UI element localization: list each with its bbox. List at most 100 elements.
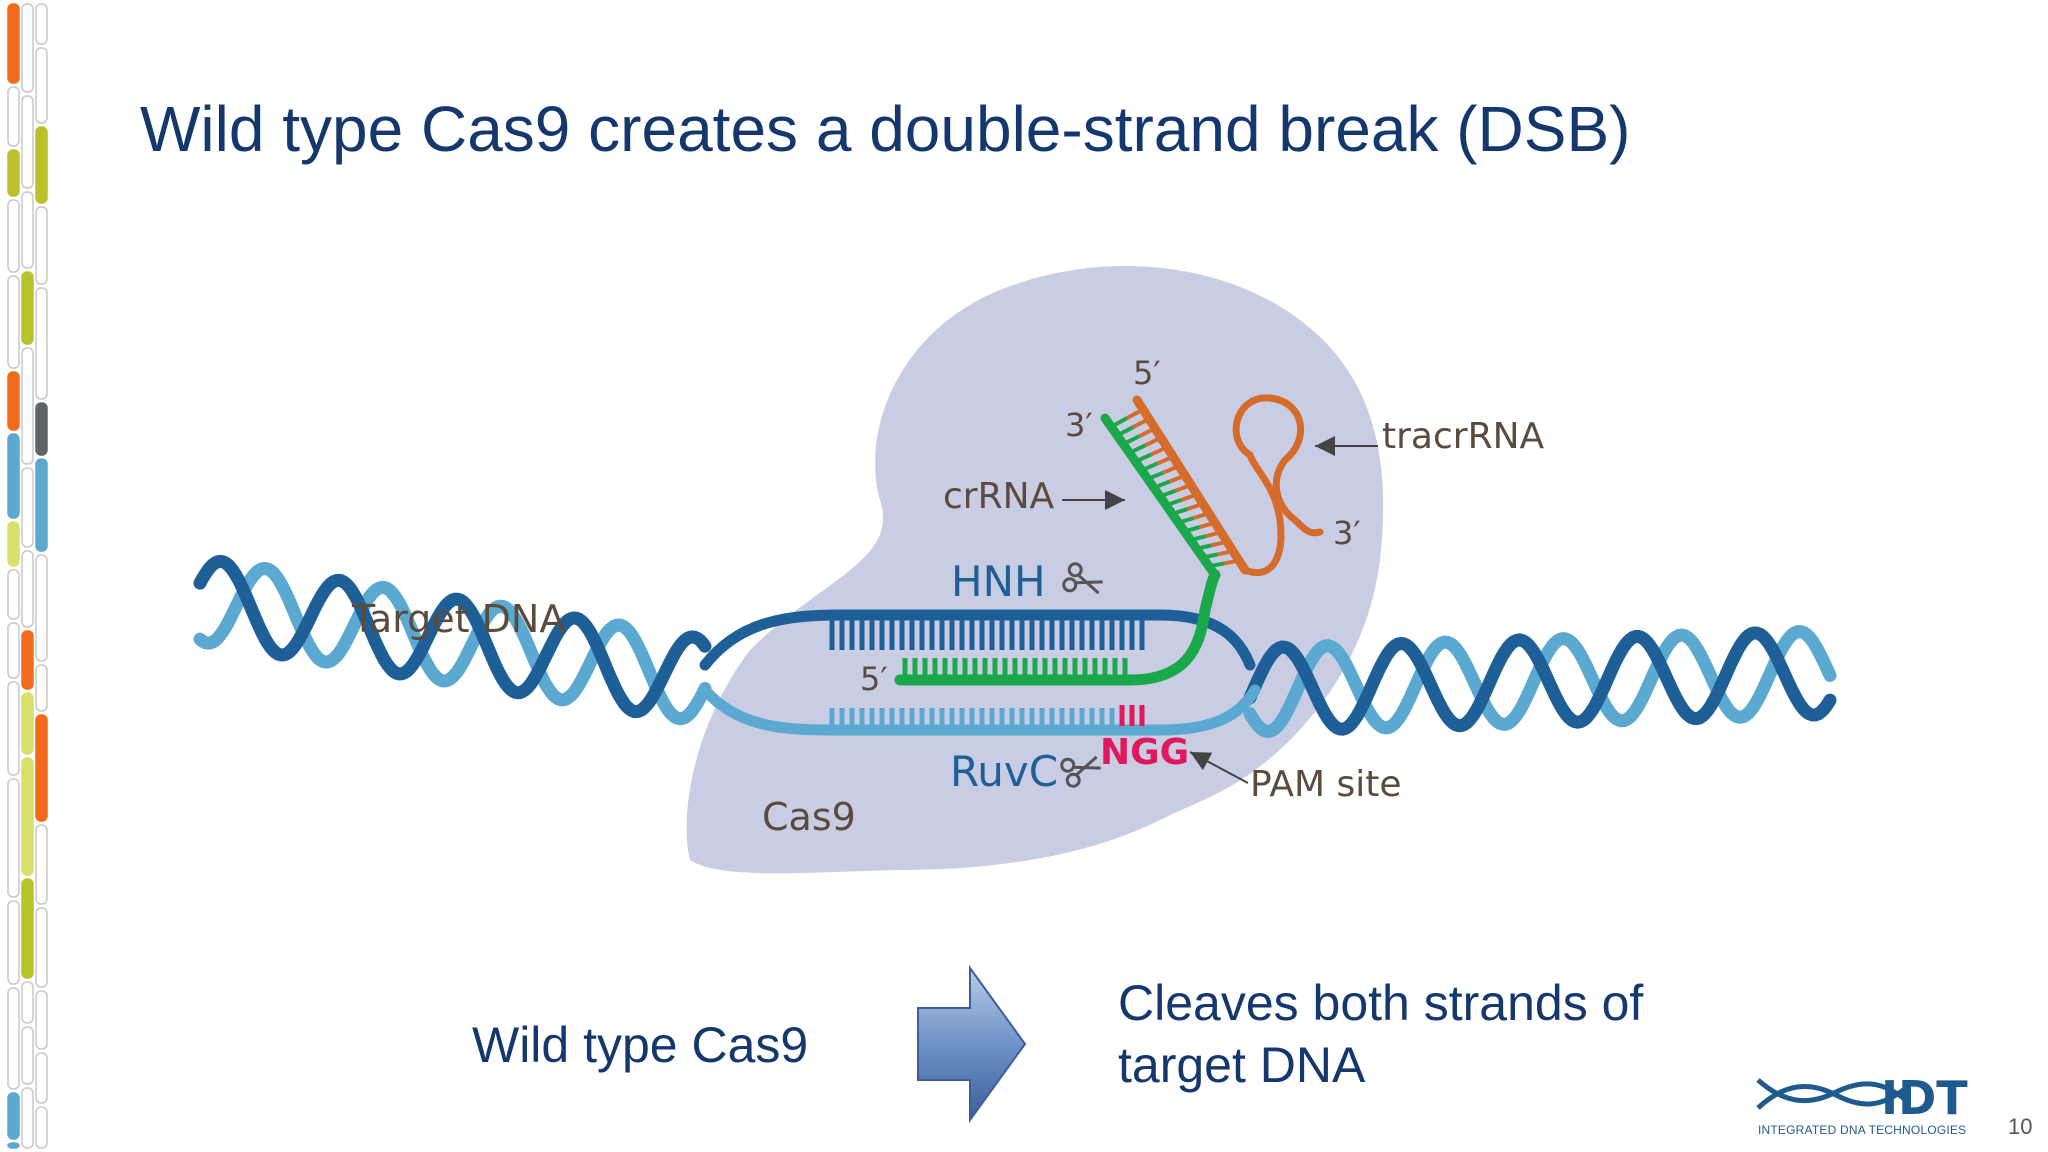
slide-title: Wild type Cas9 creates a double-strand b… [140, 93, 1631, 165]
tracrrna-base [1162, 464, 1180, 475]
crrna-base [1110, 416, 1129, 429]
crrna-base [1153, 479, 1171, 490]
tracrrna-loop [1232, 394, 1324, 576]
chromosome-segment [35, 402, 48, 456]
pam-bases [1119, 705, 1145, 726]
chromosome-segment [35, 664, 48, 712]
tracrrna-base [1174, 483, 1192, 493]
tracrrna-base [1211, 539, 1228, 548]
cleavage-result-line-2: target DNA [1118, 1037, 1366, 1093]
tracrrna-base [1144, 435, 1162, 448]
crrna-base [1171, 507, 1189, 516]
chromosome-segment [21, 3, 34, 93]
chromosome-segment [21, 271, 34, 345]
dna-top-strand-unwound [699, 609, 1256, 671]
crrna-base [1190, 534, 1207, 543]
scissors-icon [1060, 755, 1101, 788]
dna-top-strand-bases [829, 620, 1145, 650]
crrna-base [1147, 470, 1165, 481]
cleavage-result-line-1: Cleaves both strands of [1118, 975, 1644, 1031]
chromosome-segment [21, 467, 34, 548]
tracrrna-base [1132, 417, 1150, 429]
chromosome-segment [35, 458, 48, 552]
wild-type-cas9-label: Wild type Cas9 [472, 1017, 809, 1073]
crrna-base [1183, 525, 1201, 534]
dna-strand-dark [193, 554, 712, 719]
hnh-label: HNH [951, 557, 1046, 606]
chromosome-segment [21, 757, 34, 876]
tracrrna-base [1199, 520, 1216, 530]
five-prime-top-label: 5′ [1133, 354, 1161, 392]
crrna-base [1196, 543, 1213, 551]
chromosome-segment [7, 371, 20, 431]
chromosome-segment [35, 1052, 48, 1104]
chromosome-segment [35, 554, 48, 662]
crrna-base [1202, 552, 1219, 560]
crrna-base [1122, 434, 1141, 446]
crrna-base [1134, 452, 1153, 464]
tracrrna-base [1186, 501, 1204, 511]
tracrrna-base [1180, 492, 1198, 502]
chromosome-segment [35, 990, 48, 1050]
chromosome-segment [7, 199, 20, 273]
crrna-base [1165, 497, 1183, 508]
big-right-arrow-icon [917, 964, 1027, 1124]
tracrrna-base [1168, 473, 1186, 484]
chromosome-segment [21, 347, 34, 465]
chromosome-segment [7, 1142, 20, 1149]
tracrrna-base [1138, 426, 1156, 439]
ruvc-label: RuvC [950, 747, 1058, 796]
scissors-icon [1062, 562, 1103, 595]
three-prime-tracr-label: 3′ [1333, 514, 1361, 552]
dna-bottom-strand-unwound [699, 684, 1261, 736]
tracrrna-base [1217, 549, 1234, 557]
three-prime-crrna-label: 3′ [1065, 406, 1093, 444]
chromosome-segment [21, 1087, 34, 1149]
crrna-tracrrna-pairs [1110, 407, 1240, 569]
dna-bottom-strand-bases [829, 708, 1115, 726]
chromosome-segment [35, 714, 48, 822]
chromosome-segment [21, 95, 34, 189]
cas9-label: Cas9 [762, 795, 856, 839]
dna-strand-dark [1243, 626, 1837, 736]
pam-site-label: PAM site [1250, 764, 1402, 805]
chromosome-segment [7, 86, 20, 147]
chromosome-segment [35, 907, 48, 988]
chromosome-segment [35, 1106, 48, 1149]
crrna-base [1140, 461, 1159, 473]
dna-strand-light [193, 561, 712, 726]
chromosome-segment [7, 622, 20, 679]
chromosome-segment [21, 191, 34, 269]
tracrrna-base [1126, 407, 1144, 420]
guide-rna-spacer [894, 569, 1221, 686]
tracrrna-base [1193, 511, 1210, 520]
chromosome-segment [7, 433, 20, 519]
tracrrna-label: tracrRNA [1382, 416, 1545, 457]
chromosome-segment [21, 630, 34, 690]
chromosome-segment [35, 206, 48, 285]
chromosome-segment [35, 824, 48, 905]
chromosome-segment [7, 987, 20, 1090]
target-dna-helix-right [1243, 625, 1837, 738]
chromosome-segment [7, 275, 20, 369]
chromosome-segment [21, 692, 34, 755]
ngg-label: NGG [1100, 732, 1189, 773]
chromosome-segment [35, 126, 48, 204]
chromosome-segment [21, 550, 34, 628]
chromosome-segment [35, 3, 48, 45]
tracrrna-base [1205, 530, 1222, 539]
chromosome-segment [7, 900, 20, 985]
crrna-base [1208, 561, 1225, 569]
chromosome-segment [7, 1092, 20, 1140]
chromosome-segment [35, 47, 48, 124]
page-number: 10 [2008, 1114, 2033, 1139]
tracrrna-base [1223, 558, 1240, 566]
crrna-base [1116, 425, 1135, 438]
crrna-base [1128, 443, 1147, 455]
idt-logo-wordmark: IDT [1881, 1071, 1968, 1124]
crrna-base [1177, 516, 1195, 525]
chromosome-sidebar-decoration [7, 3, 48, 1149]
idt-logo-tagline: INTEGRATED DNA TECHNOLOGIES [1758, 1123, 1967, 1137]
target-dna-helix-left [193, 554, 712, 726]
